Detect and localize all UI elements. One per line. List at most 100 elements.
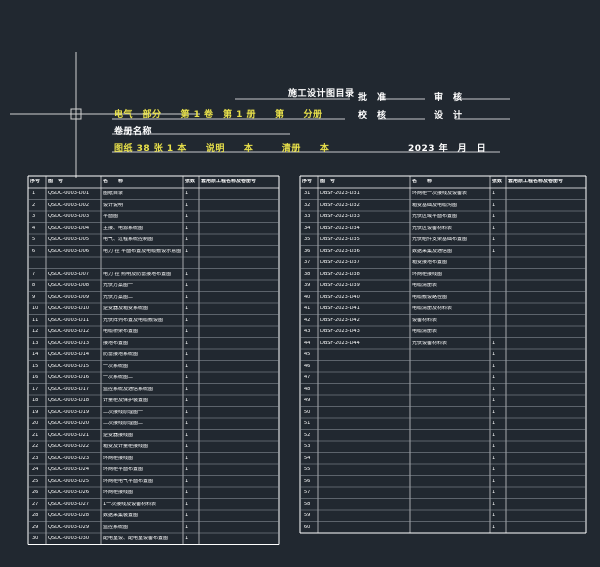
right_table-row-10-code: DBSF-2023-D41 [320, 306, 360, 311]
left_table-row-28-code: QSDC-0003-D28 [48, 513, 89, 518]
right_table-row-20-qty: 1 [492, 421, 496, 426]
left_table-row-3-code: QSDC-0003-D04 [48, 225, 89, 231]
right_table-row-26-qty: 1 [492, 490, 496, 495]
right_table-row-29-no: 60 [304, 524, 311, 530]
right_table-row-18-no: 49 [304, 398, 311, 403]
left_table-row-17-qty: 1 [185, 386, 189, 392]
left_table-row-18-no: 18 [32, 398, 39, 403]
right_table-row-24-no: 55 [304, 467, 311, 472]
right_table-row-13-name: 光伏设备材料表 [412, 340, 448, 346]
approve-label: 批 准 [358, 93, 387, 103]
right_table-row-8-no: 39 [304, 283, 311, 288]
right_table-row-0-name: 环网柜一次接线及设备表 [412, 191, 468, 196]
right_table-header-0: 序号 [302, 179, 313, 184]
left_table-row-25-name: 环网柜电气平面布置图 [103, 478, 154, 484]
right_table-row-21-no: 52 [304, 432, 311, 438]
right_table-row-28-no: 59 [304, 513, 311, 518]
right_table-row-16-qty: 1 [492, 375, 496, 380]
left_table-row-18-name: 计量柜及保护装置图 [103, 398, 149, 403]
left_table-row-15-code: QSDC-0003-D15 [48, 363, 89, 369]
right_table-row-5-qty: 1 [492, 248, 496, 254]
right_table-row-11-name: 设备材料表 [412, 317, 438, 323]
right_table-row-15-qty: 1 [492, 363, 496, 369]
right_table-row-3-name: 光伏区设备材料表 [412, 225, 453, 231]
volume-name-label: 卷册名称 [114, 127, 153, 137]
left_table-row-11-name: 光伏阵列布置及电缆敷设图 [103, 317, 164, 323]
left_table-header-3: 张数 [185, 179, 196, 184]
right_table-row-2-qty: 1 [492, 214, 496, 219]
left_table-row-9-name: 光伏方案图二 [103, 294, 134, 300]
right_table-header-1: 图 号 [320, 179, 336, 184]
left_table-row-26-name: 环网柜接线图 [103, 490, 134, 495]
design-label: 设 计 [434, 111, 463, 121]
right_table-row-27-qty: 1 [492, 501, 496, 507]
right_table-row-3-qty: 1 [492, 225, 496, 231]
right_table-row-3-no: 34 [304, 225, 311, 231]
left_table-row-28-qty: 1 [185, 513, 189, 518]
right_table-header-4: 套用原工程名称及卷册号 [508, 179, 564, 184]
left_table-header-2: 名 称 [103, 179, 124, 184]
left_table-row-30-no: 30 [32, 536, 39, 541]
left_table-row-3-qty: 1 [185, 225, 189, 231]
left_table-header-0: 序号 [30, 179, 41, 184]
left_table-row-5-code: QSDC-0003-D06 [48, 248, 89, 254]
left_table-row-20-qty: 1 [185, 421, 189, 426]
left_table-row-21-name: 逆变器接线图 [103, 432, 134, 438]
right_table-row-2-name: 光伏区域平面布置图 [412, 214, 458, 219]
left_table-row-20-code: QSDC-0003-D20 [48, 421, 89, 426]
right_table-row-14-qty: 1 [492, 352, 496, 357]
summary-line: 图纸 38 张 1 本 说明 本 清册 本 [114, 144, 330, 154]
left_table-row-5-name: 电力 控 平面布置及电缆敷设示意图 [103, 248, 182, 254]
right_table-row-25-qty: 1 [492, 478, 496, 484]
right_table-row-29-qty: 1 [492, 524, 496, 530]
right_table-row-10-name: 电缆清册及材料表 [412, 306, 453, 311]
right_table-row-1-no: 32 [304, 202, 311, 208]
left_table-row-18-code: QSDC-0003-D18 [48, 398, 89, 403]
left_table-row-23-name: 环网柜接线图 [103, 455, 134, 461]
right_table-row-0-code: DBSF-2023-D31 [320, 191, 360, 196]
right_table-row-1-name: 箱变基础及电缆沟图 [412, 202, 458, 208]
left_table-row-4-no: 5 [32, 237, 36, 242]
left_table-row-1-no: 2 [32, 202, 36, 208]
left_table-row-29-name: 监控系统图 [103, 524, 129, 530]
drawing-title: 施工设计图目录 [288, 89, 355, 99]
right_table-row-23-qty: 1 [492, 455, 496, 461]
left_table-row-7-name: 电力 控 照明及防雷接地布置图 [103, 271, 172, 277]
left_table-row-24-name: 环网柜平面布置图 [103, 467, 144, 472]
right_table-row-6-no: 37 [304, 260, 311, 265]
left_table-row-12-no: 12 [32, 329, 39, 334]
left_table-row-14-name: 防雷接地系统图 [103, 352, 139, 357]
left_table-row-28-name: 数据采集装置图 [103, 513, 139, 518]
right_table-row-26-no: 57 [304, 490, 311, 495]
check-label: 校 核 [358, 111, 387, 121]
left_table-row-17-code: QSDC-0003-D17 [48, 386, 89, 392]
left_table-row-14-code: QSDC-0003-D14 [48, 352, 89, 357]
right_table-row-5-name: 数据采集及通信图 [412, 248, 453, 254]
left_table-row-30-code: QSDC-0003-D30 [48, 536, 89, 541]
right_table-row-7-no: 38 [304, 271, 311, 277]
right_table-row-1-qty: 1 [492, 202, 496, 208]
right_table-row-14-no: 45 [304, 352, 311, 357]
right_table-row-2-code: DBSF-2023-D33 [320, 214, 360, 219]
right_table-row-5-no: 36 [304, 248, 311, 254]
right_table-row-22-no: 53 [304, 444, 311, 449]
left_table-row-28-no: 28 [32, 513, 39, 518]
left_table-row-14-qty: 1 [185, 352, 189, 357]
right_table-row-15-no: 46 [304, 363, 311, 369]
right_table-row-9-no: 40 [304, 294, 311, 300]
right_table-row-13-no: 44 [304, 340, 311, 346]
left_table-row-10-no: 10 [32, 306, 39, 311]
left_table-row-13-qty: 1 [185, 340, 189, 346]
left_table-row-19-no: 19 [32, 409, 39, 415]
left_table-row-26-code: QSDC-0003-D26 [48, 490, 89, 495]
right_table-row-7-name: 环网柜接线图 [412, 271, 443, 277]
left_table-row-27-name: 1一次接线及设备材料表 [103, 501, 157, 507]
left_table-row-15-no: 15 [32, 363, 39, 369]
left_table-row-8-name: 光伏方案图一 [103, 283, 134, 288]
left_table-row-1-code: QSDC-0003-D02 [48, 202, 89, 208]
left_table-row-25-no: 25 [32, 478, 39, 484]
right_table-row-17-qty: 1 [492, 386, 496, 392]
right_table-row-19-no: 50 [304, 409, 311, 415]
right_table-row-18-qty: 1 [492, 398, 496, 403]
